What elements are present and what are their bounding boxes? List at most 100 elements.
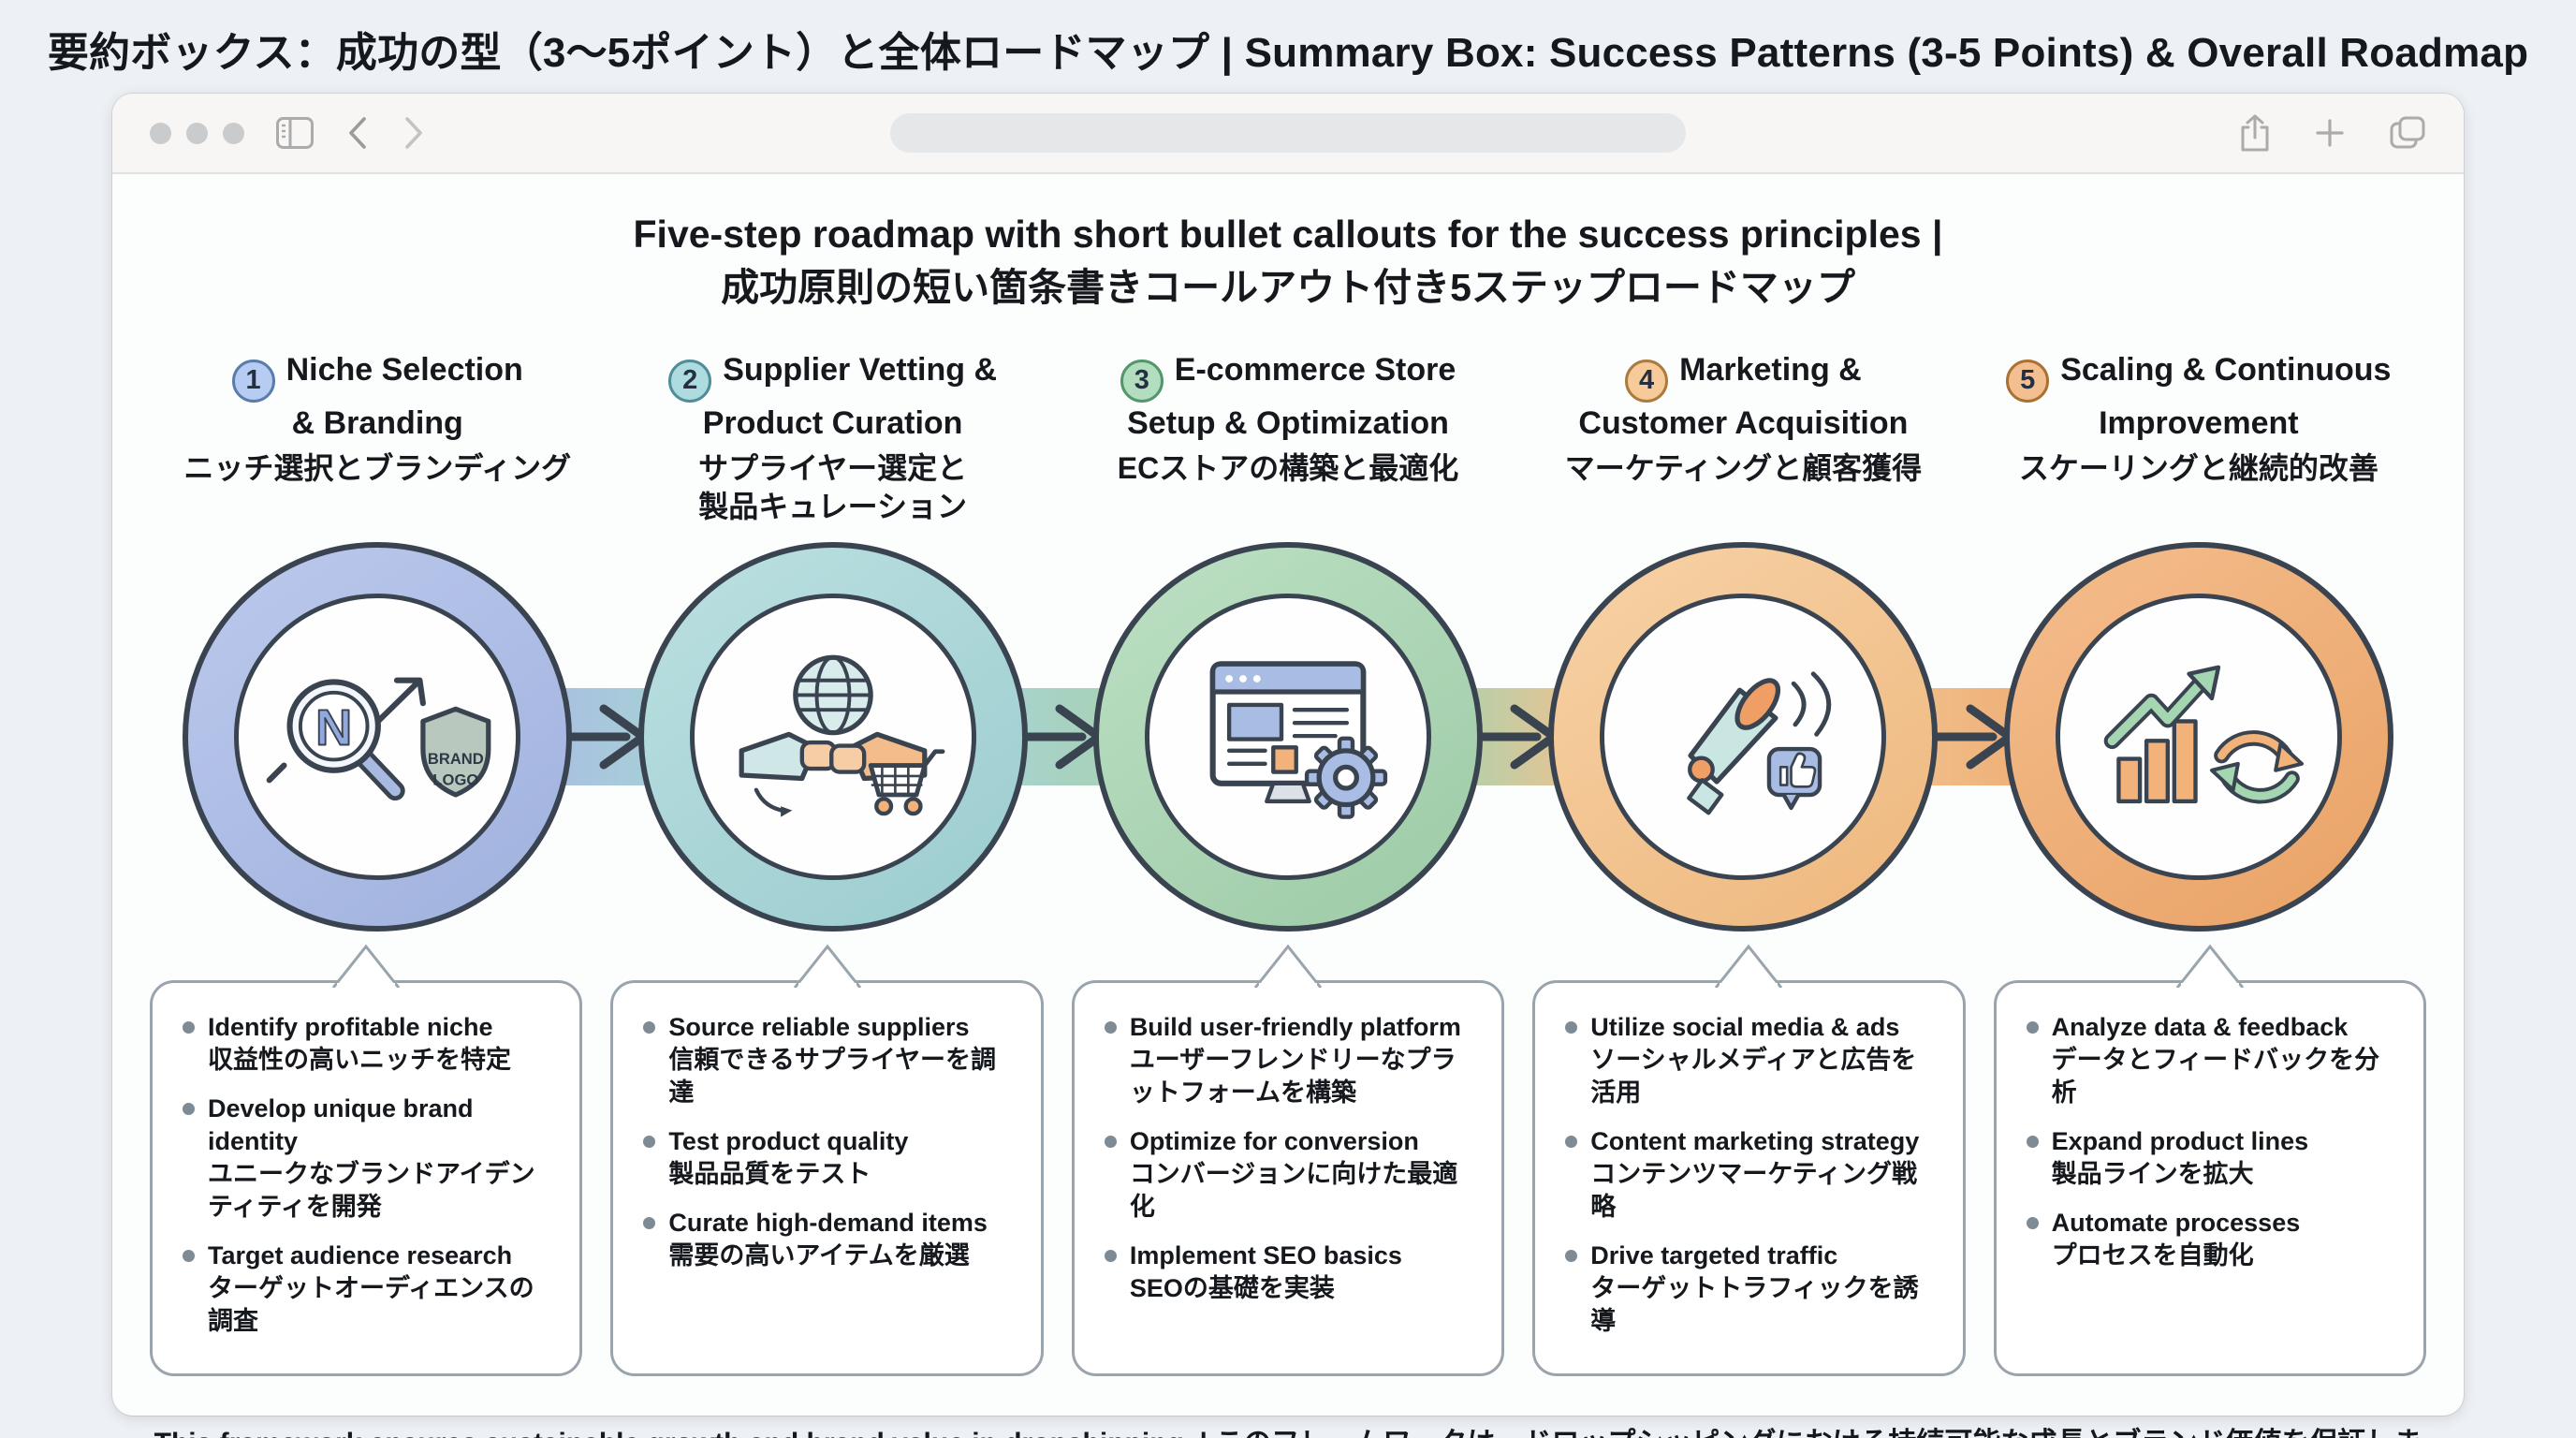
tabs-icon[interactable] bbox=[2389, 115, 2426, 151]
back-icon[interactable] bbox=[345, 115, 370, 151]
bullet-dot bbox=[1565, 1250, 1578, 1263]
bullet-en: Content marketing strategy bbox=[1590, 1127, 1920, 1155]
bullet-en: Analyze data & feedback bbox=[2051, 1012, 2349, 1041]
step-title-ja: サプライヤー選定と 製品キュレーション bbox=[698, 450, 968, 524]
step-circle-3 bbox=[1061, 538, 1515, 935]
bullet-item: Target audience research ターゲットオーディエンスの調査 bbox=[175, 1240, 555, 1338]
window-dot[interactable] bbox=[223, 122, 244, 144]
step-number-badge: 2 bbox=[668, 359, 712, 403]
bullet-dot bbox=[183, 1020, 195, 1034]
megaphone-thumbsup-icon bbox=[1687, 671, 1832, 815]
step-circle-1: N BRAND LOGO bbox=[150, 538, 605, 935]
window-controls[interactable] bbox=[150, 122, 244, 144]
main-heading-en: Five-step roadmap with short bullet call… bbox=[633, 213, 1943, 256]
growth-chart-cycle-icon bbox=[2103, 665, 2304, 804]
storefront-gear-icon bbox=[1209, 660, 1388, 819]
page-title: 要約ボックス：成功の型（3〜5ポイント）と全体ロードマップ | Summary … bbox=[47, 30, 2529, 76]
bullet-en: Test product quality bbox=[668, 1127, 909, 1155]
svg-text:LOGO: LOGO bbox=[433, 770, 479, 788]
bullet-ja: SEOの基礎を実装 bbox=[1129, 1274, 1335, 1303]
new-tab-icon[interactable] bbox=[2314, 117, 2346, 149]
step-circle-5 bbox=[1971, 538, 2426, 935]
bullet-dot bbox=[1565, 1136, 1578, 1148]
browser-window: Five-step roadmap with short bullet call… bbox=[112, 94, 2464, 1438]
bullet-dot bbox=[2026, 1020, 2039, 1034]
bullet-dot bbox=[1565, 1020, 1578, 1034]
step-title-en: Marketing & Customer Acquisition bbox=[1578, 352, 1909, 441]
step-ring: N BRAND LOGO bbox=[183, 541, 573, 932]
bullet-en: Optimize for conversion bbox=[1129, 1127, 1419, 1155]
step-title-ja: マーケティングと顧客獲得 bbox=[1564, 450, 1923, 485]
step-title-ja: ECストアの構築と最適化 bbox=[1117, 450, 1459, 485]
step-ring bbox=[2003, 541, 2393, 932]
bullet-item: Expand product lines 製品ラインを拡大 bbox=[2019, 1125, 2399, 1191]
bullet-ja: 製品ラインを拡大 bbox=[2051, 1160, 2254, 1189]
bullet-ja: ターゲットトラフィックを誘導 bbox=[1590, 1274, 1919, 1336]
bullet-dot bbox=[643, 1020, 656, 1034]
bullet-dot bbox=[2026, 1136, 2039, 1148]
bullet-item: Content marketing strategy コンテンツマーケティング戦略 bbox=[1558, 1125, 1938, 1224]
bullet-en: Expand product lines bbox=[2051, 1127, 2309, 1155]
bullet-item: Test product quality 製品品質をテスト bbox=[636, 1125, 1016, 1191]
roadmap-circles-row: N BRAND LOGO bbox=[150, 538, 2426, 935]
bullet-dot bbox=[1104, 1250, 1117, 1263]
bullet-ja: 製品品質をテスト bbox=[668, 1160, 871, 1189]
window-dot[interactable] bbox=[150, 122, 171, 144]
forward-icon[interactable] bbox=[402, 115, 426, 151]
step-number-badge: 5 bbox=[2006, 359, 2050, 403]
step-title-ja: スケーリングと継続的改善 bbox=[2018, 450, 2378, 485]
share-icon[interactable] bbox=[2239, 113, 2271, 153]
bullet-ja: ターゲットオーディエンスの調査 bbox=[208, 1274, 534, 1336]
window-dot[interactable] bbox=[186, 122, 208, 144]
bullet-ja: コンバージョンに向けた最適化 bbox=[1129, 1160, 1458, 1222]
address-bar[interactable] bbox=[890, 113, 1686, 153]
callout-pointer bbox=[1253, 944, 1323, 988]
bullet-ja: ユーザーフレンドリーなプラットフォームを構築 bbox=[1129, 1045, 1456, 1107]
bullet-ja: 収益性の高いニッチを特定 bbox=[208, 1045, 511, 1074]
step-title-en: Scaling & Continuous Improvement bbox=[2060, 352, 2392, 441]
step-number-badge: 4 bbox=[1625, 359, 1669, 403]
bullet-item: Optimize for conversion コンバージョンに向けた最適化 bbox=[1097, 1125, 1477, 1224]
bullet-en: Target audience research bbox=[208, 1241, 513, 1270]
step-circle-4 bbox=[1515, 538, 1970, 935]
bullet-dot bbox=[1104, 1020, 1117, 1034]
step-ring bbox=[637, 541, 1028, 932]
sidebar-icon[interactable] bbox=[276, 117, 314, 149]
bullet-ja: プロセスを自動化 bbox=[2051, 1241, 2254, 1270]
bullet-ja: ユニークなブランドアイデンティティを開発 bbox=[208, 1160, 535, 1222]
callout-pointer bbox=[332, 944, 401, 988]
bullet-en: Develop unique brand identity bbox=[208, 1093, 474, 1155]
step-title-en: E-commerce Store Setup & Optimization bbox=[1127, 352, 1456, 441]
callout-pointer bbox=[1715, 944, 1783, 988]
step-title-en: Niche Selection & Branding bbox=[285, 352, 523, 441]
step-icon-area bbox=[689, 593, 976, 880]
step-title-en: Supplier Vetting & Product Curation bbox=[702, 352, 998, 441]
bullet-dot bbox=[643, 1217, 656, 1230]
toolbar-right bbox=[2239, 113, 2426, 153]
step-icon-area bbox=[1145, 593, 1432, 880]
step-number-badge: 3 bbox=[1120, 359, 1164, 403]
step-ring bbox=[1548, 541, 1939, 932]
footer-note: This framework ensures sustainable growt… bbox=[150, 1419, 2426, 1438]
step-circle-2 bbox=[605, 538, 1060, 935]
step-icon-area: N BRAND LOGO bbox=[234, 593, 521, 880]
bullet-ja: コンテンツマーケティング戦略 bbox=[1590, 1160, 1918, 1222]
svg-text:N: N bbox=[315, 699, 352, 756]
bullet-en: Curate high-demand items bbox=[668, 1209, 988, 1238]
callout-pointer bbox=[793, 944, 861, 988]
